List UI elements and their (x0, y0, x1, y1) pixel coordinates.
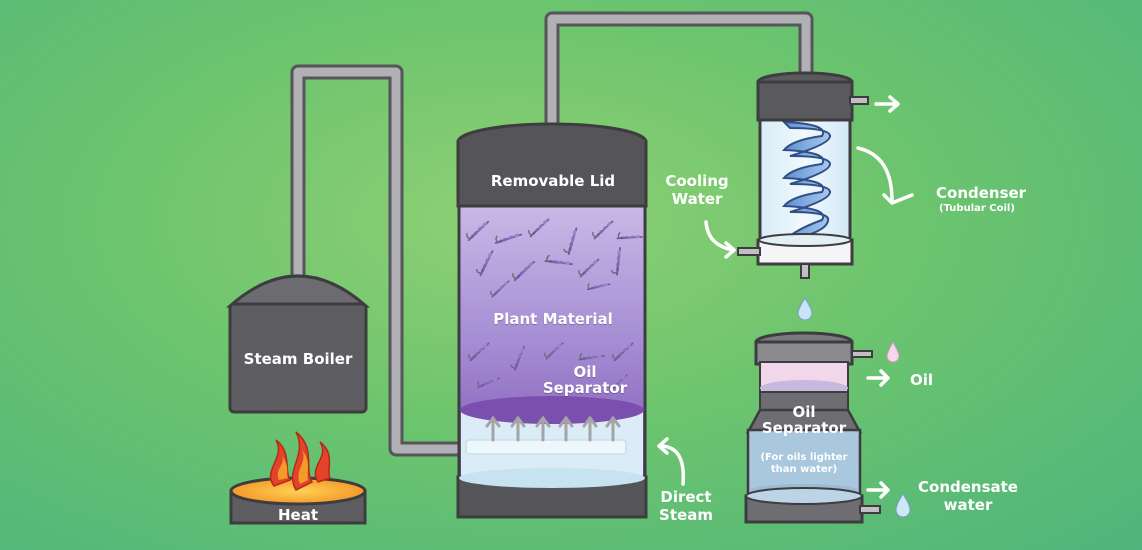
condenser-note: (Tubular Coil) (939, 203, 1015, 214)
plant-material-label: Plant Material (493, 310, 613, 328)
steam-boiler (226, 274, 370, 414)
heat-label: Heat (277, 506, 319, 524)
still-oil-separator-text: Oil Separator (542, 363, 628, 397)
direct-steam-label: Direct Steam (654, 488, 718, 524)
up-arrow-icon (485, 415, 621, 442)
cooling-water-arrow (704, 220, 736, 259)
distillation-still (456, 122, 648, 519)
oil-separator-note-text: (For oils lighter than water) (760, 452, 848, 475)
oil-separator-vessel (744, 331, 881, 524)
droplet-icon (797, 297, 911, 518)
arrow-right-icon (856, 95, 914, 499)
cooling-water-label: Cooling Water (662, 172, 732, 208)
flame-icon (269, 431, 332, 491)
still-oil-separator-label: Oil Separator (530, 364, 640, 396)
condenser (737, 71, 869, 279)
steam-boiler-label: Steam Boiler (243, 350, 353, 368)
removable-lid-label: Removable Lid (490, 172, 616, 190)
cooling-water-text: Cooling Water (665, 172, 729, 208)
heat-source (229, 431, 367, 525)
vapor-pipe-still-to-condenser (544, 11, 814, 136)
direct-steam-arrow (657, 437, 686, 486)
condensate-water-label: Condensate water (918, 478, 1018, 514)
oil-label: Oil (910, 371, 934, 389)
direct-steam-text: Direct Steam (659, 488, 713, 524)
oil-separator-note: (For oils lighter than water) (756, 452, 852, 476)
oil-separator-text: Oil Separator (761, 403, 847, 437)
oil-separator-label: Oil Separator (756, 404, 852, 436)
condensate-water-text: Condensate water (918, 478, 1018, 514)
condenser-label: Condenser (936, 184, 1027, 202)
steam-pipe-boiler-to-still (290, 64, 462, 457)
